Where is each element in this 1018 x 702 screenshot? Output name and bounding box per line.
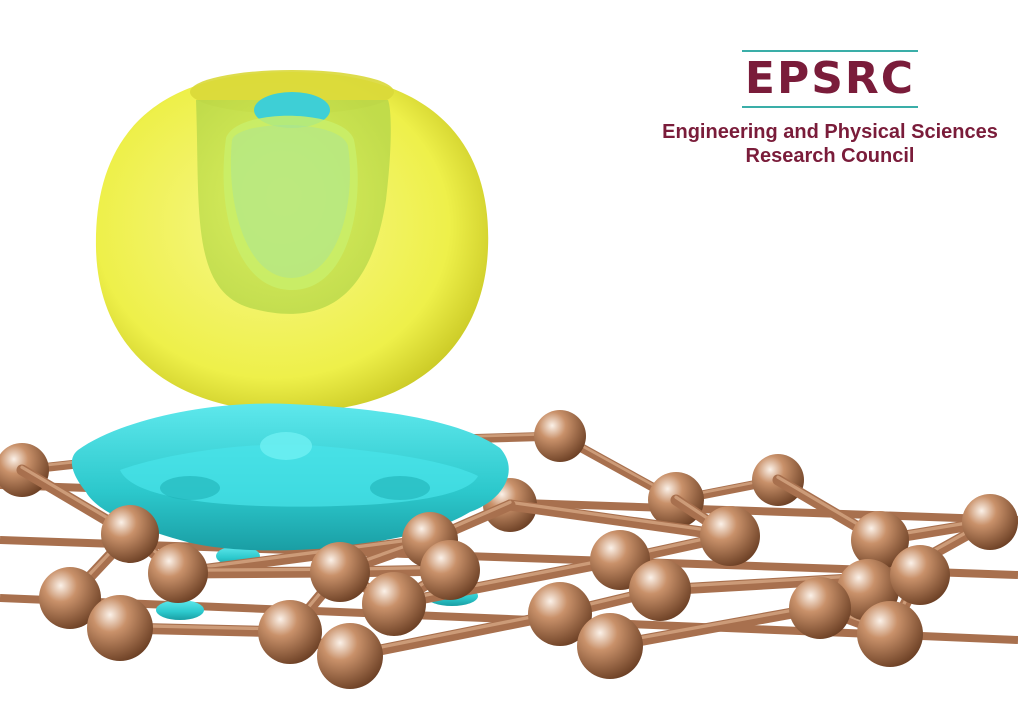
logo-bottom-rule — [742, 106, 918, 108]
carbon-bond — [604, 602, 826, 652]
carbon-atom — [851, 511, 909, 569]
carbon-bond-highlight — [392, 555, 622, 603]
carbon-atom — [310, 542, 370, 602]
carbon-atom — [420, 540, 480, 600]
carbon-bond — [388, 554, 626, 610]
carbon-atom — [148, 543, 208, 603]
carbon-atom — [629, 559, 691, 621]
carbon-atom — [101, 505, 159, 563]
carbon-atom — [317, 623, 383, 689]
cyan-lobe — [156, 600, 204, 620]
carbon-bond-highlight — [608, 603, 822, 645]
carbon-bond-highlight — [348, 609, 562, 655]
logo-name-line1: Engineering and Physical Sciences — [662, 121, 998, 143]
logo-top-rule — [742, 50, 918, 52]
carbon-bond-highlight — [508, 500, 732, 535]
carbon-bond — [504, 499, 736, 542]
carbon-atom — [87, 595, 153, 661]
carbon-bond — [344, 608, 566, 662]
carbon-atom — [700, 506, 760, 566]
carbon-atom — [39, 567, 101, 629]
logo-name-line2: Research Council — [745, 145, 915, 167]
carbon-atom — [362, 572, 426, 636]
logo-acronym: EPSRC — [744, 53, 916, 104]
carbon-bond-highlight — [176, 535, 432, 572]
cyan-isosurface — [71, 403, 509, 551]
carbon-atom — [528, 582, 592, 646]
graphene-atoms-front — [39, 494, 1018, 689]
carbon-atom — [577, 613, 643, 679]
carbon-atom — [962, 494, 1018, 550]
epsrc-logo: EPSRC Engineering and Physical Sciences … — [650, 50, 1010, 168]
carbon-atom — [890, 545, 950, 605]
carbon-atom — [857, 601, 923, 667]
carbon-atom — [789, 577, 851, 639]
carbon-atom — [258, 600, 322, 664]
yellow-isosurface — [95, 70, 489, 412]
carbon-atom — [534, 410, 586, 462]
